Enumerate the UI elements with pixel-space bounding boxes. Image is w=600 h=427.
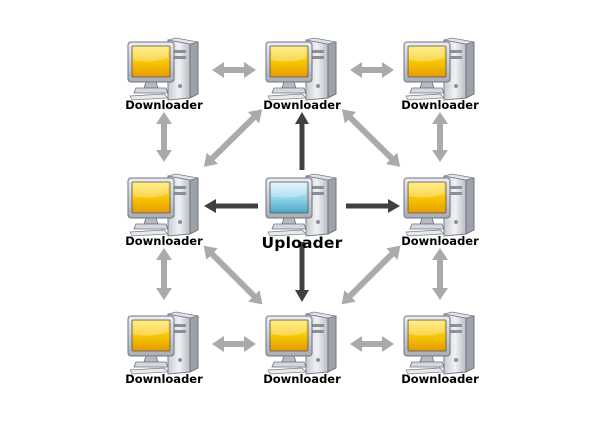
downloader-computer-icon <box>403 173 475 237</box>
downloader-label: Downloader <box>263 98 341 112</box>
downloader-label: Downloader <box>263 372 341 386</box>
uploader-computer-icon <box>265 173 337 237</box>
downloader-label: Downloader <box>125 98 203 112</box>
downloader-label: Downloader <box>401 98 479 112</box>
downloader-computer-icon <box>403 37 475 101</box>
downloader-label: Downloader <box>125 234 203 248</box>
peer-arrow-n1-n4 <box>156 112 172 162</box>
downloader-computer-icon <box>403 311 475 375</box>
peer-arrow-n8-n6 <box>341 245 401 305</box>
peer-arrow-n8-n9 <box>350 336 394 352</box>
upload-arrow-n5-n8 <box>295 242 309 302</box>
peer-arrow-n4-n8 <box>203 245 263 305</box>
downloader-computer-icon <box>265 37 337 101</box>
downloader-label: Downloader <box>401 234 479 248</box>
downloader-computer-icon <box>127 37 199 101</box>
peer-arrow-n1-n2 <box>212 62 256 78</box>
upload-arrow-n5-n4 <box>204 199 258 213</box>
peer-arrow-n6-n9 <box>432 248 448 300</box>
peer-arrow-n7-n8 <box>212 336 256 352</box>
downloader-label: Downloader <box>401 372 479 386</box>
peer-arrow-n4-n7 <box>156 248 172 300</box>
upload-arrow-n5-n2 <box>295 112 309 170</box>
peer-arrow-n2-n3 <box>350 62 394 78</box>
uploader-label: Uploader <box>261 234 343 252</box>
peer-arrow-n2-n6 <box>341 109 401 167</box>
downloader-computer-icon <box>127 311 199 375</box>
upload-arrow-n5-n6 <box>346 199 400 213</box>
peer-arrow-n4-n2 <box>203 109 263 167</box>
downloader-label: Downloader <box>125 372 203 386</box>
downloader-computer-icon <box>265 311 337 375</box>
downloader-computer-icon <box>127 173 199 237</box>
peer-arrow-n3-n6 <box>432 112 448 162</box>
